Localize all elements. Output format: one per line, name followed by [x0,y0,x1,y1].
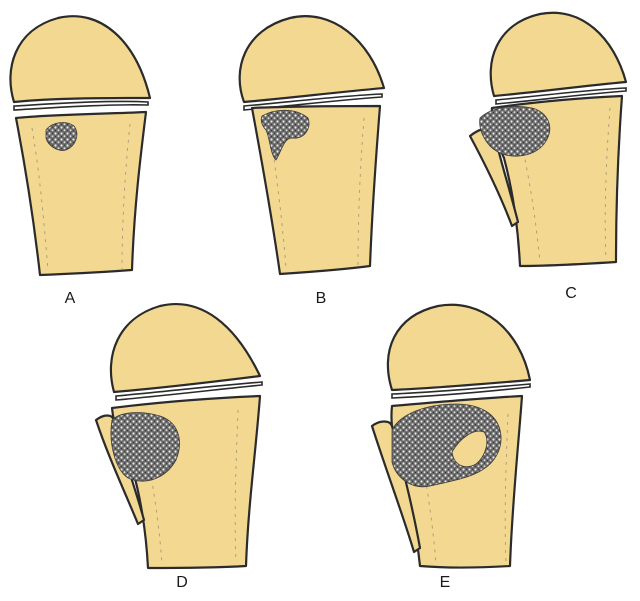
panel-c: C [468,11,628,302]
epiphysis-a [9,15,152,104]
cortex-line-b-2 [357,117,365,267]
epiphysis-c [489,11,628,98]
lesion-a [45,122,78,151]
panel-label-d: D [176,574,188,591]
cortex-line-c-2 [604,107,611,261]
panel-d: D [94,303,263,591]
cortex-line-e-2 [504,413,509,563]
cortex-line-a-2 [121,123,131,271]
epiphysis-d [109,303,262,394]
metaphysis-b [250,104,382,276]
epiphysis-e [386,303,532,392]
lesion-d [110,412,180,482]
cortex-line-c-1 [519,135,541,263]
lesion-c [479,106,551,157]
panel-e: E [370,303,532,591]
physis-gap-c [495,87,627,105]
cortex-line-d-2 [234,409,239,563]
lesion-b [260,109,310,161]
physis-gap-a [13,100,149,111]
panel-label-e: E [440,574,451,591]
lesion-cavity-e [451,430,488,468]
panel-label-c: C [565,285,577,302]
metaphysis-a [14,110,148,277]
lesion-e [391,403,502,488]
panel-label-b: B [316,290,327,307]
periosteal-flap-e [370,420,422,554]
panel-label-a: A [65,290,76,307]
physis-gap-e [391,383,531,399]
epiphysis-b [238,15,386,104]
physis-gap-d [115,381,263,401]
panel-a: A [9,15,152,307]
panel-b: B [238,15,386,307]
